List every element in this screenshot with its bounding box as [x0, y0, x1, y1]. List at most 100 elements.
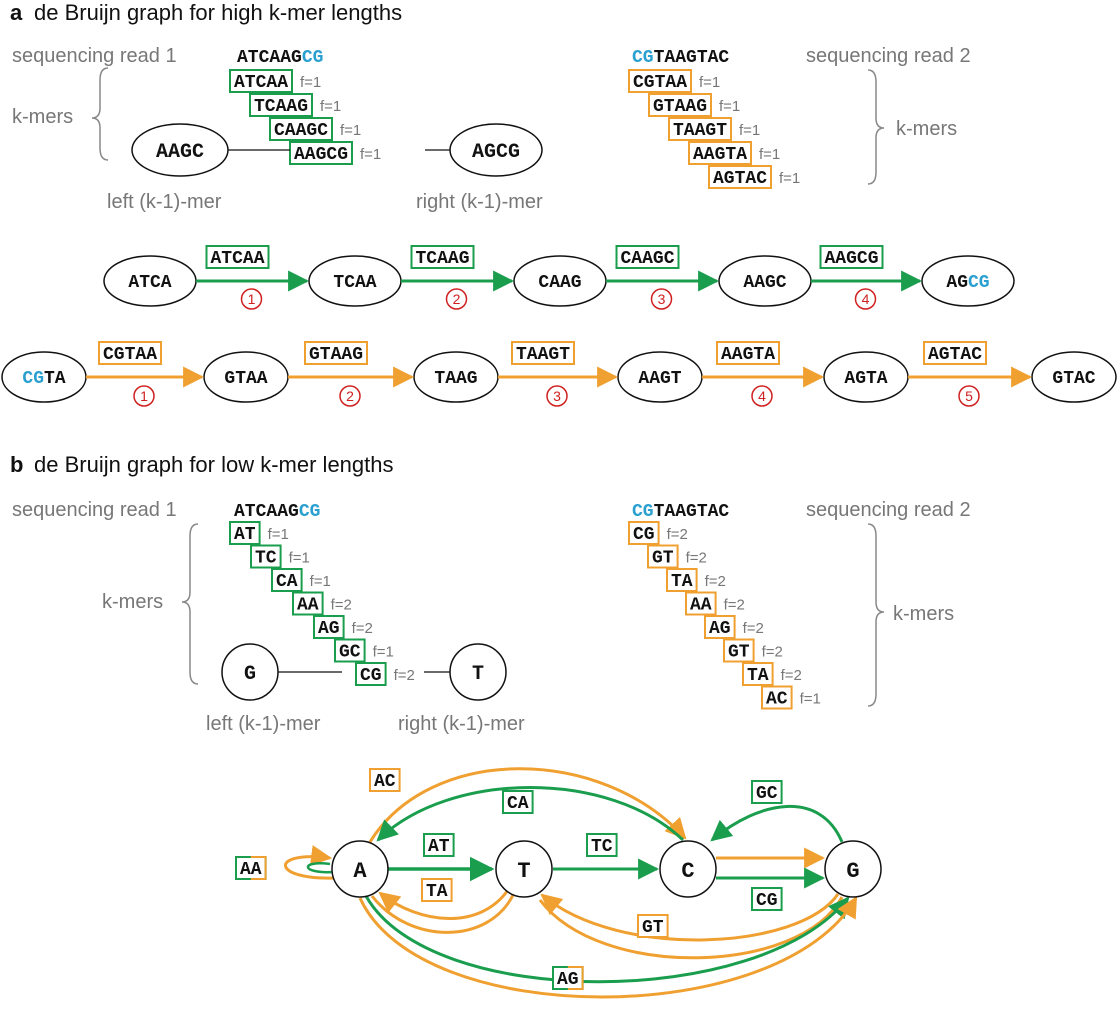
edge-CA	[376, 786, 685, 842]
panel-a-read2-sequence: CGTAAGTAC	[632, 48, 729, 68]
a-path1-edge-3-kmer-box	[819, 245, 884, 269]
a-path2-node-5-label: GTAC	[1052, 369, 1095, 389]
graph-node-A-label: A	[353, 859, 367, 884]
a-read2-kmer-3-freq: f=1	[759, 146, 780, 163]
b-read1-kmer-6-freq: f=2	[394, 667, 415, 684]
b-read2-kmer-1-box	[647, 544, 679, 569]
panel-a-left-node	[131, 123, 229, 177]
b-read1-kmer-0-freq: f=1	[268, 526, 289, 543]
graph-edge-label-TC-box	[586, 833, 618, 857]
a-read2-kmer-2-label: TAAGT	[673, 121, 727, 141]
edge-AG-green	[364, 895, 850, 984]
edge-GT-2	[538, 896, 844, 960]
a-path1-edge-3-kmer-label: AAGCG	[824, 249, 878, 269]
graph-edge-label-AA: AA	[240, 860, 262, 880]
b-read2-kmer-6-label: TA	[747, 666, 769, 686]
graph-edge-label-AT-label: AT	[428, 837, 450, 857]
a-read1-kmer-1-box	[249, 93, 313, 117]
a-path1-edge-2-kmer-label: CAAGC	[620, 249, 674, 269]
a-path2-step-1	[339, 385, 361, 407]
a-path1-edge-0-kmer-label: ATCAA	[210, 249, 264, 269]
panel-b-left-caption: left (k-1)-mer	[206, 713, 321, 735]
b-read1-kmer-3-box	[292, 591, 324, 616]
a-path2-step-1-num: 2	[346, 388, 354, 404]
panel-a-kmers-label-left: k-mers	[12, 106, 73, 128]
a-read2-kmer-3-label: AAGTA	[693, 145, 747, 165]
graph-edge-label-GT-box	[637, 914, 669, 938]
b-read1-kmer-1-box	[250, 544, 282, 569]
b-read1-kmer-0-box	[229, 521, 261, 545]
a-path2-edge-0-kmer-label: CGTAA	[103, 345, 157, 365]
a-read2-kmer-2-freq: f=1	[739, 122, 760, 139]
a-path1-edge-1-kmer-box	[410, 245, 475, 269]
a-read2-kmer-0-box	[628, 69, 692, 93]
edge-GT-1	[540, 893, 840, 942]
a-path2-step-0	[133, 385, 155, 407]
a-path2-step-4	[958, 385, 980, 407]
edge-TA-2	[370, 892, 516, 934]
graph-node-C-label: C	[681, 859, 694, 884]
a-path1-node-4-label: AGCG	[946, 273, 989, 293]
panel-a-right-node-label: AGCG	[472, 141, 520, 164]
edge-TA-1	[378, 889, 510, 920]
b-read2-kmer-6-freq: f=2	[781, 667, 802, 684]
panel-a-kmers-label-right: k-mers	[896, 118, 957, 140]
panel-b-kmers-label-right: k-mers	[893, 603, 954, 625]
panel-b-left-node	[221, 643, 279, 701]
graph-edge-label-TA-label: TA	[426, 882, 448, 902]
a-path2-edge-4-kmer-label: AGTAC	[928, 345, 982, 365]
b-read2-kmer-0-label: CG	[633, 525, 655, 545]
panel-b-graph-nodes: A T C G	[331, 840, 882, 898]
panel-a-brace-right	[867, 69, 885, 185]
graph-edge-label-AG: AG	[557, 970, 579, 990]
b-read1-kmer-0-label: AT	[234, 525, 256, 545]
b-read2-kmer-7-label: AC	[766, 690, 788, 710]
a-read1-kmer-1-freq: f=1	[320, 98, 341, 115]
panel-b-title: de Bruijn graph for low k-mer lengths	[34, 452, 394, 477]
edge-AA-green	[306, 862, 335, 874]
panel-a-right-caption: right (k-1)-mer	[416, 191, 543, 213]
a-path1-step-3	[854, 288, 877, 310]
a-path2-step-3	[751, 385, 773, 407]
panel-a-right-node	[449, 123, 543, 177]
panel-a-read2-label: sequencing read 2	[806, 45, 971, 67]
b-read2-kmer-1-freq: f=2	[686, 550, 707, 567]
panel-a-left-node-label: AAGC	[156, 141, 204, 164]
panel-b-right-node	[449, 643, 507, 701]
b-read2-kmer-2-box	[666, 568, 698, 592]
b-read1-kmer-4-box	[313, 615, 345, 639]
a-path2-edge-3-kmer-label: AAGTA	[721, 345, 775, 365]
panel-b-graph-edges	[284, 767, 858, 999]
a-read1-kmer-3-freq: f=1	[360, 146, 381, 163]
graph-edge-label-AC-label: AC	[374, 772, 396, 792]
b-read2-kmer-5-label: GT	[728, 643, 750, 663]
a-read2-kmer-1-box	[648, 93, 712, 117]
a-read2-kmer-1-label: GTAAG	[653, 97, 707, 117]
graph-edge-label-TA-box	[421, 878, 453, 902]
panel-b-read1-sequence: ATCAAGCG	[234, 502, 320, 522]
b-read2-kmer-7-freq: f=1	[800, 691, 821, 708]
a-read2-kmer-1-freq: f=1	[719, 98, 740, 115]
a-path2-node-3-label: AAGT	[638, 369, 681, 389]
a-read1-kmer-3-label: AAGCG	[294, 145, 348, 165]
a-read2-kmer-4-box	[708, 165, 772, 189]
b-read2-kmer-3-label: AA	[690, 596, 712, 616]
a-path1-edge-0-kmer-box	[205, 245, 270, 269]
a-path2-edge-3-kmer-box	[716, 341, 780, 365]
a-path1-step-0-num: 1	[248, 291, 256, 307]
panel-b-kmers-label-left: k-mers	[102, 591, 163, 613]
a-read1-kmer-2-label: CAAGC	[274, 121, 328, 141]
a-path2-node-1-label: GTAA	[224, 369, 267, 389]
panel-a-read1-label: sequencing read 1	[12, 45, 177, 67]
edge-AC	[368, 767, 687, 843]
a-read2-kmer-0-freq: f=1	[699, 74, 720, 91]
graph-edge-label-CA-box	[502, 790, 534, 814]
b-read1-kmer-5-box	[334, 638, 366, 663]
a-path2-step-2-num: 3	[553, 388, 561, 404]
a-read2-kmer-4-freq: f=1	[779, 170, 800, 187]
a-path1-node-1-label: TCAA	[333, 273, 376, 293]
b-read2-kmer-4-box	[704, 615, 736, 639]
panel-b-read2-label: sequencing read 2	[806, 499, 971, 521]
